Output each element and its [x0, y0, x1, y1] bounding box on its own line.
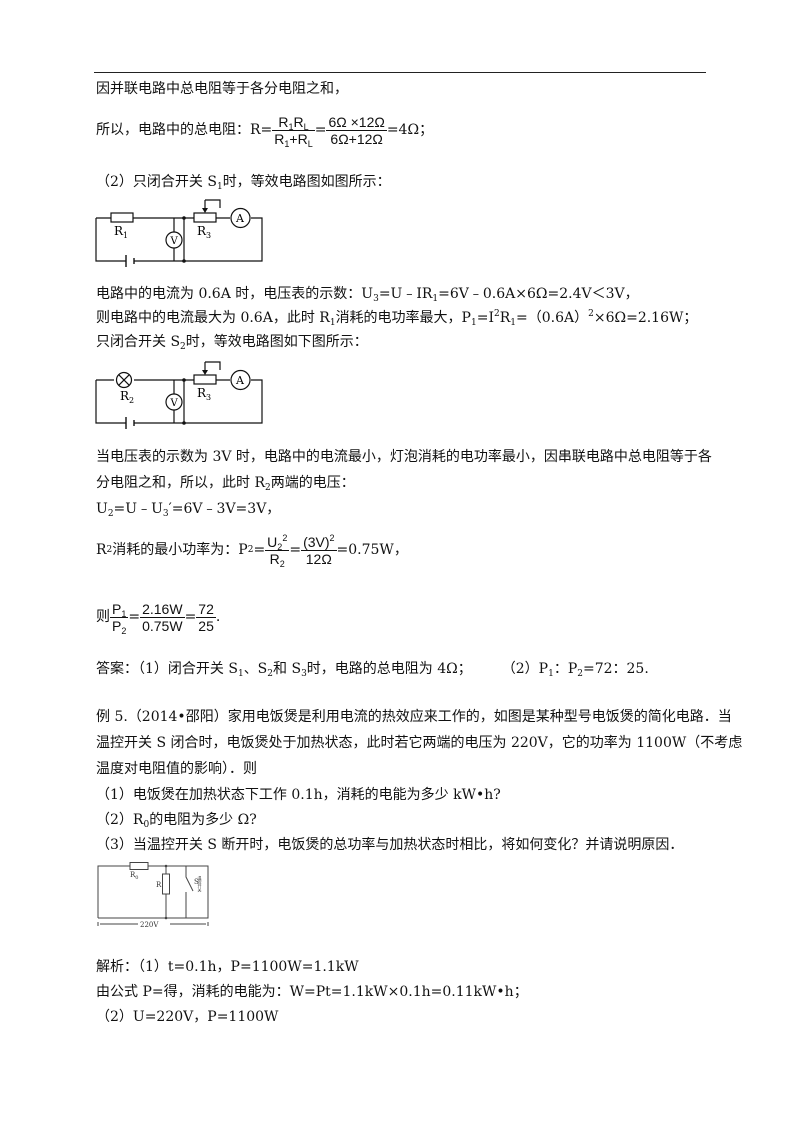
r3-label: R3 — [197, 224, 211, 240]
subscript: 1 — [216, 182, 223, 192]
r0-label: R0 — [130, 871, 138, 881]
r3-label: R3 — [197, 386, 211, 402]
subscript: 1 — [288, 121, 294, 132]
switch-label: 温控开关 — [198, 875, 203, 893]
ammeter-label: A — [235, 374, 245, 387]
text: = — [314, 122, 327, 138]
text: 时，等效电路图如图所示： — [222, 174, 391, 190]
resistor-r0 — [129, 862, 149, 870]
circuit-diagram-1: A V R1 R3 — [95, 199, 263, 267]
rheostat-r3 — [193, 374, 217, 385]
text-line: 因并联电路中总电阻等于各分电阻之和， — [96, 80, 348, 98]
resistor-r — [162, 873, 170, 895]
text-line: （2）U=220V，P=1100W — [96, 1009, 279, 1025]
text-line: 则电路中的电流最大为 0.6A，此时 R1消耗的电功率最大，P1=I2R1=（0… — [96, 309, 698, 328]
formula-power-ratio: 则 P1 P2 = 2.16W 0.75W = 72 25 . — [96, 600, 221, 636]
text-line: 解析：（1）t=0.1h，P=1100W=1.1kW — [96, 959, 359, 975]
fraction: R1RL R1+RL — [272, 113, 315, 149]
question-line: （1）电饭煲在加热状态下工作 0.1h，消耗的电能为多少 kW•h? — [96, 787, 501, 803]
text: R — [274, 130, 285, 147]
text-line: 当电压表的示数为 3V 时，电路中的电流最小，灯泡消耗的电功率最小，因串联电路中… — [96, 449, 712, 465]
text: 因并联电路中总电阻等于各分电阻之和， — [96, 81, 348, 97]
denominator: 6Ω+12Ω — [330, 130, 383, 147]
lamp — [115, 371, 133, 389]
text-line: （2）只闭合开关 S1时，等效电路图如图所示： — [96, 173, 391, 192]
resistor-r1 — [110, 212, 134, 223]
text-line: 分电阻之和，所以，此时 R2两端的电压： — [96, 475, 355, 493]
numerator: 6Ω ×12Ω — [326, 113, 387, 131]
fraction: 72 25 — [196, 600, 216, 634]
text-line: 电路中的电流为 0.6A 时，电压表的示数：U3=U﹣IR1=6V﹣0.6A×6… — [96, 286, 639, 304]
s-label: S — [194, 878, 199, 886]
text-line: 例 5.（2014•邵阳）家用电饭煲是利用电流的热效应来工作的，如图是某种型号电… — [96, 709, 732, 725]
circuit-diagram-3: R0 R S 温控开关 220V — [97, 862, 209, 929]
fraction: (3V)2 12Ω — [301, 532, 337, 567]
voltmeter-label: V — [170, 398, 179, 409]
text: 所以，电路中的总电阻：R= — [96, 122, 273, 138]
text: R — [293, 113, 304, 130]
voltmeter-label: V — [170, 236, 179, 247]
text-line: 只闭合开关 S2时，等效电路图如下图所示： — [96, 334, 368, 352]
subscript: L — [307, 138, 313, 149]
battery — [125, 255, 135, 267]
question-line: （3）当温控开关 S 断开时，电饭煲的总功率与加热状态时相比，将如何变化？并请说… — [96, 837, 684, 853]
header-rule — [94, 72, 706, 73]
text: =4Ω； — [386, 122, 434, 138]
battery — [125, 417, 135, 429]
text: +R — [289, 130, 308, 147]
fraction: 6Ω ×12Ω 6Ω+12Ω — [326, 113, 387, 147]
ammeter — [230, 369, 251, 391]
text-line: 温度对电阻值的影响）．则 — [96, 761, 257, 777]
rheostat-r3 — [193, 212, 217, 223]
subscript: L — [303, 121, 309, 132]
question-line: （2）R0的电阻为多少 Ω? — [96, 812, 257, 830]
r1-label: R1 — [114, 224, 128, 240]
fraction: U22 R2 — [265, 532, 290, 569]
ammeter — [230, 207, 251, 229]
text: （2）只闭合开关 S — [96, 174, 217, 190]
text-line: U2=U﹣U3′=6V﹣3V=3V， — [96, 501, 281, 519]
voltage-label: 220V — [140, 921, 159, 929]
subscript: 1 — [284, 138, 290, 149]
thermostat-switch — [185, 866, 194, 918]
fraction: P1 P2 — [110, 600, 129, 636]
r-label: R — [156, 881, 162, 889]
text-line: 温控开关 S 闭合时，电饭煲处于加热状态，此时若它两端的电压为 220V，它的功… — [96, 735, 743, 751]
text-line: 由公式 P=得，消耗的电能为：W=Pt=1.1kW×0.1h=0.11kW•h； — [96, 984, 528, 1000]
answer-line: 答案：（1）闭合开关 S1、S2和 S3时，电路的总电阻为 4Ω；（2）P1：P… — [96, 661, 649, 679]
formula-total-resistance: 所以，电路中的总电阻：R= R1RL R1+RL = 6Ω ×12Ω 6Ω+12… — [96, 108, 433, 152]
fraction: 2.16W 0.75W — [140, 600, 185, 634]
ammeter-label: A — [235, 212, 245, 225]
text: R — [278, 113, 289, 130]
circuit-diagram-2: A V R2 R3 — [95, 361, 263, 429]
r2-label: R2 — [120, 389, 134, 405]
